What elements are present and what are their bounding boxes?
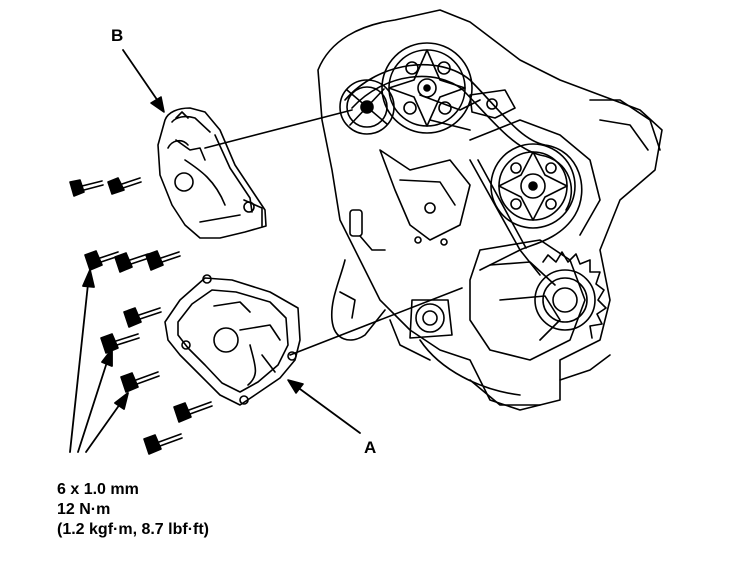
leader-b-to-engine [204, 109, 353, 149]
torque-alt-text: (1.2 kgf·m, 8.7 lbf·ft) [57, 521, 210, 538]
bolt-group-upper [69, 177, 181, 273]
alternator-pulley [490, 143, 576, 229]
bolt [114, 252, 150, 273]
upper-cover-b [157, 107, 267, 239]
bolt [173, 401, 213, 423]
bolt [120, 371, 160, 393]
callout-label-b: B [111, 26, 124, 45]
bolt [107, 177, 142, 195]
callout-label-a: A [364, 438, 377, 457]
bolt [143, 433, 183, 455]
spec-arrows [69, 269, 129, 453]
power-steering-pulley [381, 42, 473, 134]
arrow-b [122, 49, 165, 113]
bolt-group-lower [100, 307, 213, 455]
leader-a-to-engine [289, 287, 463, 356]
bolt [100, 333, 140, 354]
tensioner-bracket [469, 89, 516, 119]
torque-nm-text: 12 N·m [57, 501, 111, 518]
crankshaft-pulley-area [409, 299, 453, 339]
bolt-size-text: 6 x 1.0 mm [57, 481, 139, 498]
arrow-a [287, 379, 361, 434]
bolt [145, 250, 181, 271]
engine-block [317, 9, 663, 411]
crank-sprocket [534, 251, 607, 339]
torque-spec: 6 x 1.0 mm 12 N·m (1.2 kgf·m, 8.7 lbf·ft… [57, 480, 209, 540]
bolt [69, 179, 104, 197]
bolt [84, 250, 120, 271]
lower-cover-a [164, 274, 301, 406]
bolt [123, 307, 162, 328]
drive-belt [344, 63, 583, 276]
